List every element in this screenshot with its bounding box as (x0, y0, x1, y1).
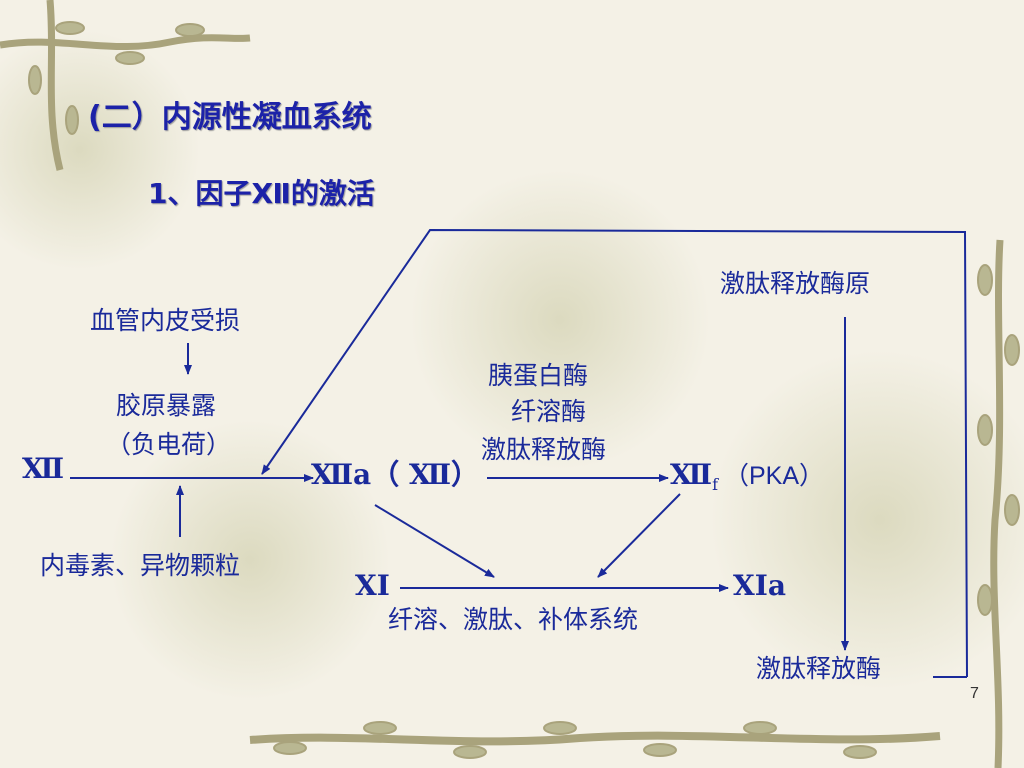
label-negative-charge: （负电荷） (106, 430, 232, 459)
label-factor-xiia: Ⅻa（ Ⅻ） (311, 458, 480, 491)
label-factor-xi: XI (355, 569, 390, 602)
label-factor-xii: Ⅻ (22, 452, 65, 485)
label-collagen-exposure: 胶原暴露 (116, 391, 217, 420)
slide-title: (二）内源性凝血系统 (88, 100, 372, 135)
label-kallikrein-enzyme: 激肽释放酶 (481, 435, 607, 464)
label-downstream-systems: 纤溶、激肽、补体系统 (388, 605, 639, 634)
factor-xiif-main: Ⅻ (670, 458, 713, 491)
label-kallikreinogen: 激肽释放酶原 (720, 269, 871, 298)
arrow-xiif-to-xi-activation (597, 493, 681, 578)
flower-decoration (710, 350, 1024, 690)
arrow-xiia-to-xi-activation (374, 504, 495, 578)
slide-subtitle: 1、因子Ⅻ的激活 (148, 177, 375, 210)
label-endothelium-damage: 血管内皮受损 (90, 306, 241, 335)
label-trypsin: 胰蛋白酶 (488, 361, 589, 390)
page-number: 7 (970, 685, 979, 702)
flower-decoration (410, 170, 710, 470)
label-factor-xiif: Ⅻf (670, 461, 718, 493)
feedback-loop-kallikrein (261, 228, 968, 678)
factor-xiif-subscript: f (712, 475, 718, 494)
label-kallikrein: 激肽释放酶 (756, 654, 882, 683)
label-pka: （PKA） (724, 462, 825, 490)
label-factor-xia: XIa (733, 569, 786, 602)
label-endotoxin: 内毒素、异物颗粒 (40, 551, 241, 580)
label-plasmin: 纤溶酶 (511, 397, 587, 426)
